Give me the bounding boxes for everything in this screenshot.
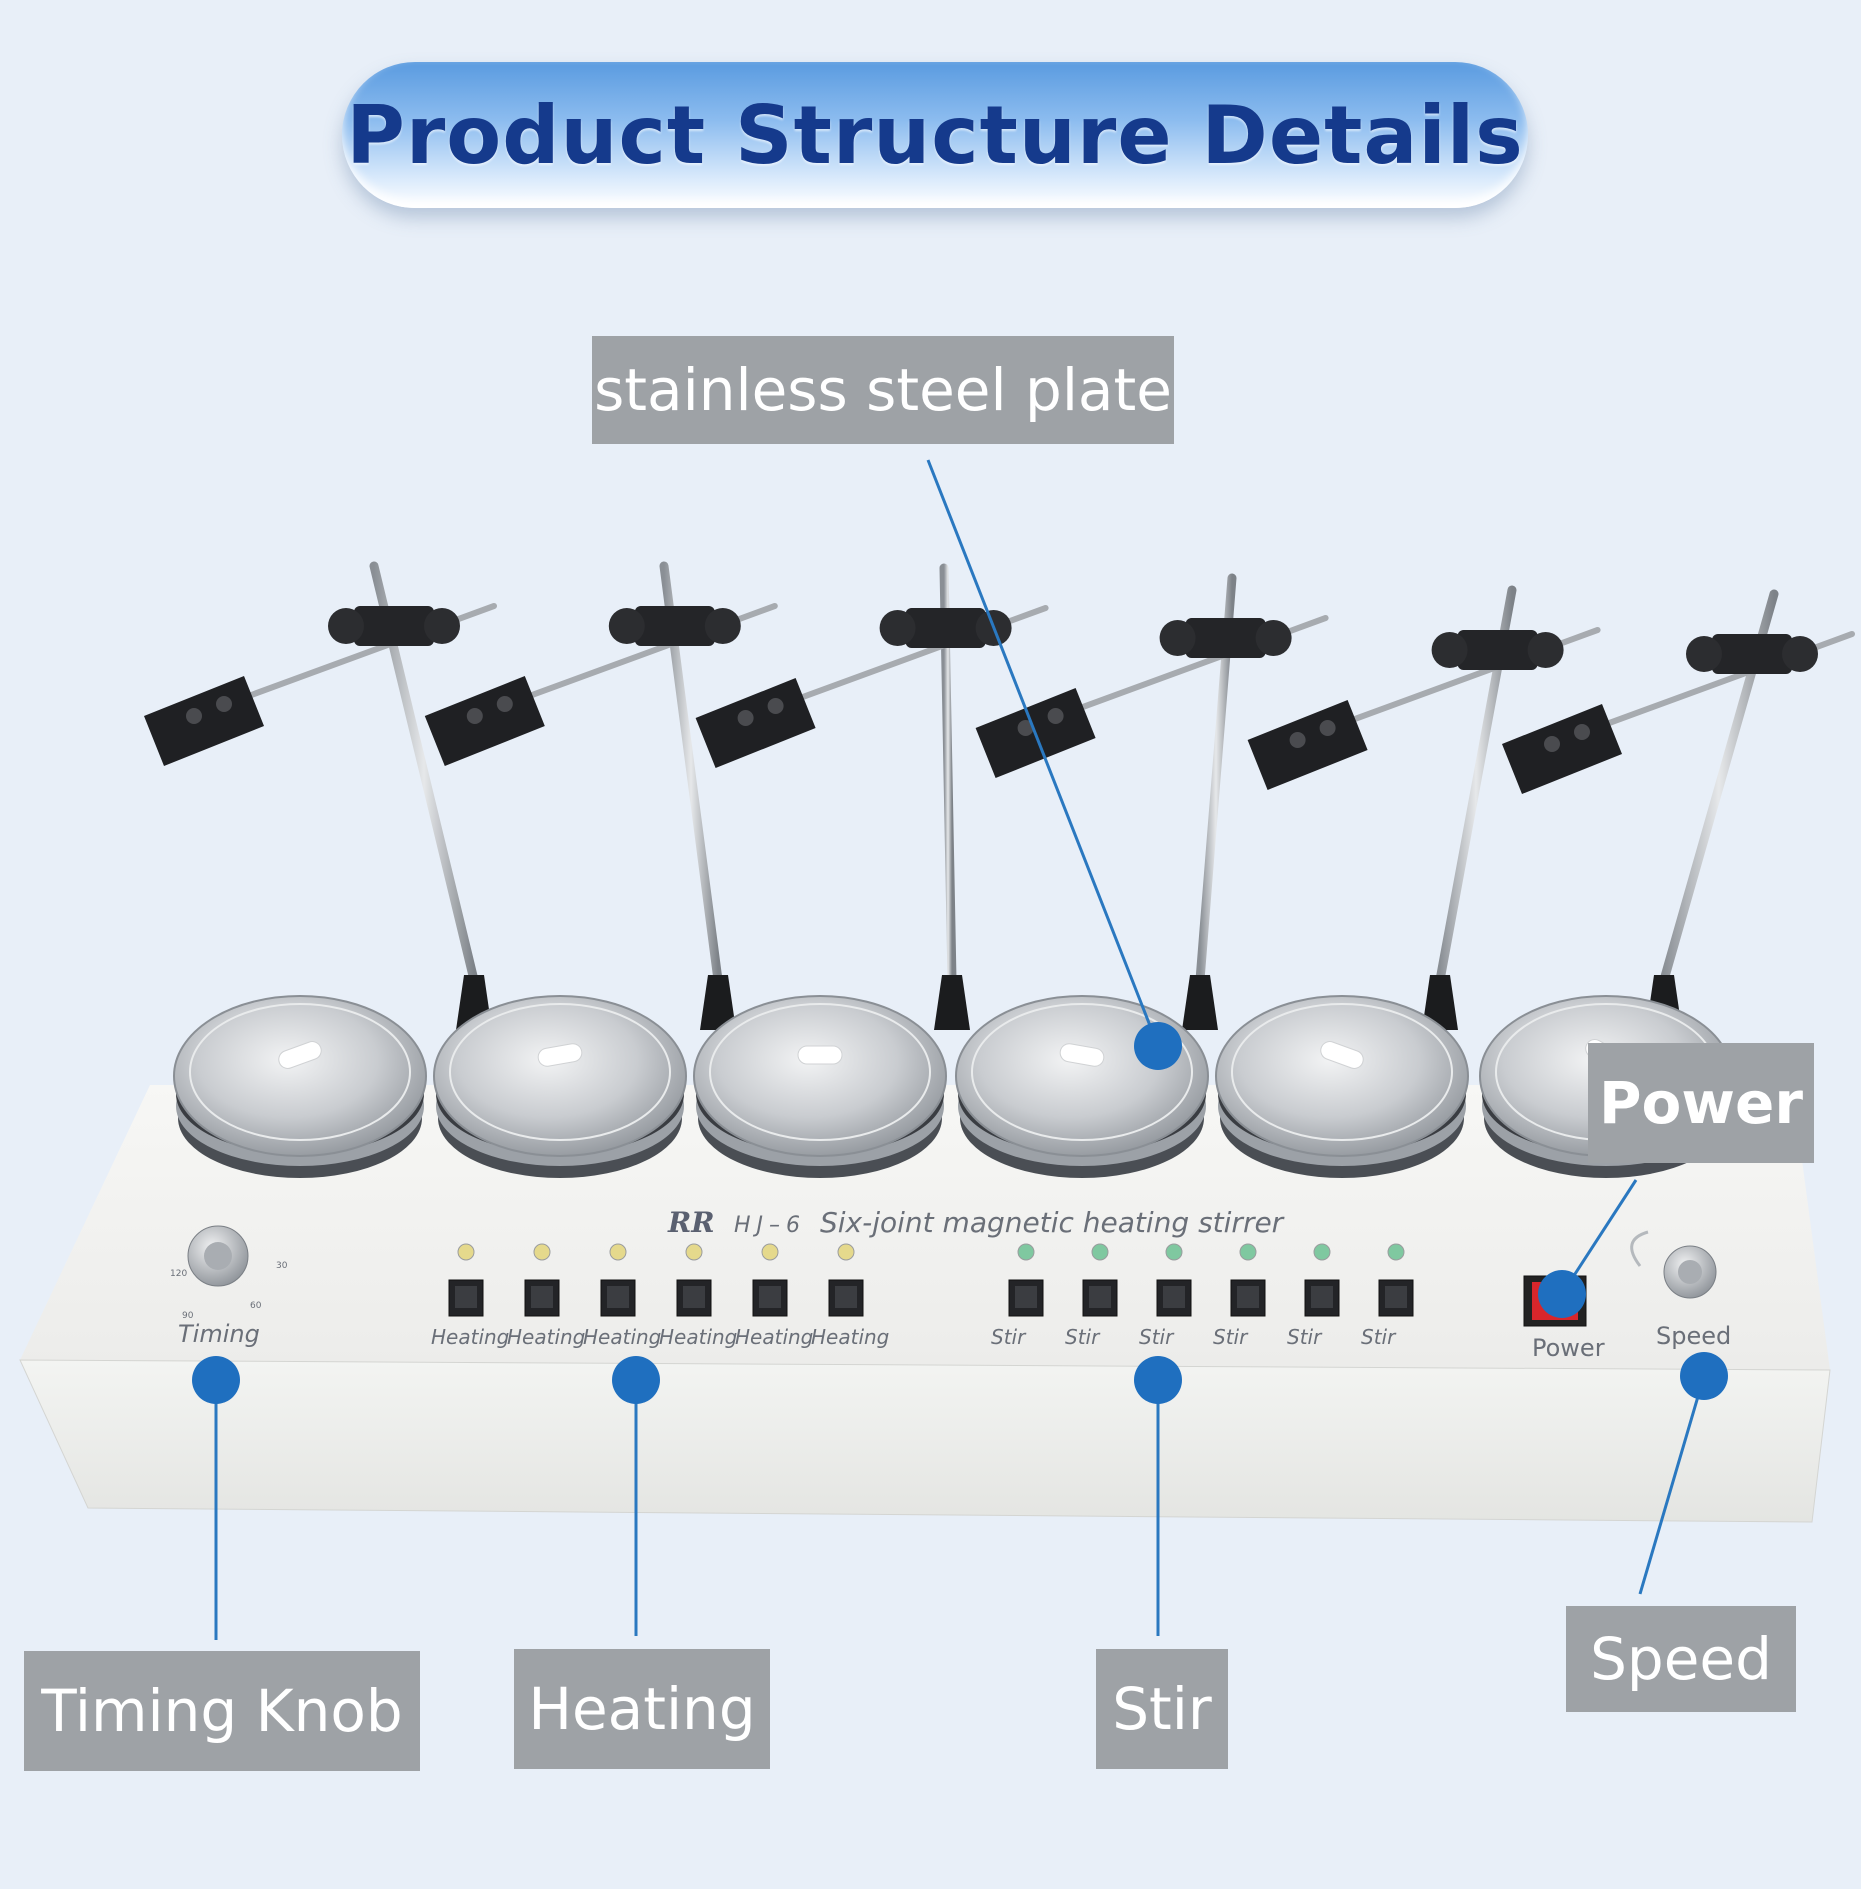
callout-power: Power bbox=[1588, 1043, 1814, 1163]
callout-timing-knob: Timing Knob bbox=[24, 1651, 420, 1771]
leader-speed bbox=[1638, 1375, 1706, 1595]
stir-switch-1[interactable]: Stir bbox=[991, 1243, 1044, 1349]
stainless-steel-plate bbox=[955, 995, 1209, 1178]
speed-panel-label: Speed bbox=[1656, 1322, 1731, 1350]
heating-switch-1[interactable]: Heating bbox=[431, 1243, 509, 1349]
heating-label: Heating bbox=[507, 1325, 585, 1349]
device-name: Six-joint magnetic heating stirrer bbox=[820, 1206, 1285, 1239]
brand-logo: RR bbox=[667, 1206, 715, 1239]
stir-label: Stir bbox=[1213, 1325, 1249, 1349]
marker-heating bbox=[612, 1356, 660, 1404]
timer-scale-120: 120 bbox=[170, 1269, 187, 1279]
marker-speed bbox=[1680, 1352, 1728, 1400]
heating-switch-5[interactable]: Heating bbox=[735, 1243, 813, 1349]
stir-switch-3[interactable]: Stir bbox=[1139, 1243, 1192, 1349]
stir-switch-6[interactable]: Stir bbox=[1361, 1243, 1414, 1349]
support-stand bbox=[695, 563, 1049, 1030]
heating-label: Heating bbox=[659, 1325, 737, 1349]
marker-stir bbox=[1134, 1356, 1182, 1404]
stir-switch-2[interactable]: Stir bbox=[1065, 1243, 1118, 1349]
heating-label: Heating bbox=[811, 1325, 889, 1349]
stainless-steel-plate bbox=[1215, 995, 1469, 1178]
heating-switch-4[interactable]: Heating bbox=[659, 1243, 737, 1349]
support-stand bbox=[424, 561, 778, 1030]
heating-label: Heating bbox=[431, 1325, 509, 1349]
marker-timing bbox=[192, 1356, 240, 1404]
timing-panel-label: Timing bbox=[178, 1320, 260, 1348]
stainless-steel-plate bbox=[693, 995, 947, 1178]
stir-label: Stir bbox=[1065, 1325, 1101, 1349]
power-panel-label: Power bbox=[1532, 1334, 1605, 1362]
marker-power bbox=[1538, 1270, 1586, 1318]
heating-switch-3[interactable]: Heating bbox=[583, 1243, 661, 1349]
marker-plate bbox=[1134, 1022, 1182, 1070]
heating-label: Heating bbox=[735, 1325, 813, 1349]
heating-switch-2[interactable]: Heating bbox=[507, 1243, 585, 1349]
support-stand bbox=[144, 561, 497, 1030]
timer-scale-30: 30 bbox=[276, 1261, 288, 1271]
callout-stainless-steel-plate: stainless steel plate bbox=[592, 336, 1174, 444]
model-number: HJ–6 bbox=[734, 1213, 806, 1238]
stir-switch-4[interactable]: Stir bbox=[1213, 1243, 1266, 1349]
stir-label: Stir bbox=[991, 1325, 1027, 1349]
stir-label: Stir bbox=[1139, 1325, 1175, 1349]
timer-scale-60: 60 bbox=[250, 1301, 262, 1311]
device-front-panel bbox=[19, 1359, 1831, 1523]
heating-switch-6[interactable]: Heating bbox=[811, 1243, 889, 1349]
timer-scale-90: 90 bbox=[182, 1311, 194, 1321]
support-stand bbox=[975, 573, 1329, 1030]
leader-plate bbox=[926, 459, 1160, 1047]
support-stand bbox=[1247, 585, 1601, 1030]
stainless-steel-plate bbox=[433, 995, 687, 1178]
stir-label: Stir bbox=[1361, 1325, 1397, 1349]
heating-label: Heating bbox=[583, 1325, 661, 1349]
stainless-steel-plate bbox=[173, 995, 427, 1178]
stir-switch-5[interactable]: Stir bbox=[1287, 1243, 1340, 1349]
callout-speed: Speed bbox=[1566, 1606, 1796, 1712]
callout-stir: Stir bbox=[1096, 1649, 1228, 1769]
title-banner: Product Structure Details bbox=[342, 62, 1528, 208]
page-title: Product Structure Details bbox=[346, 88, 1524, 182]
stir-label: Stir bbox=[1287, 1325, 1323, 1349]
callout-heating: Heating bbox=[514, 1649, 770, 1769]
